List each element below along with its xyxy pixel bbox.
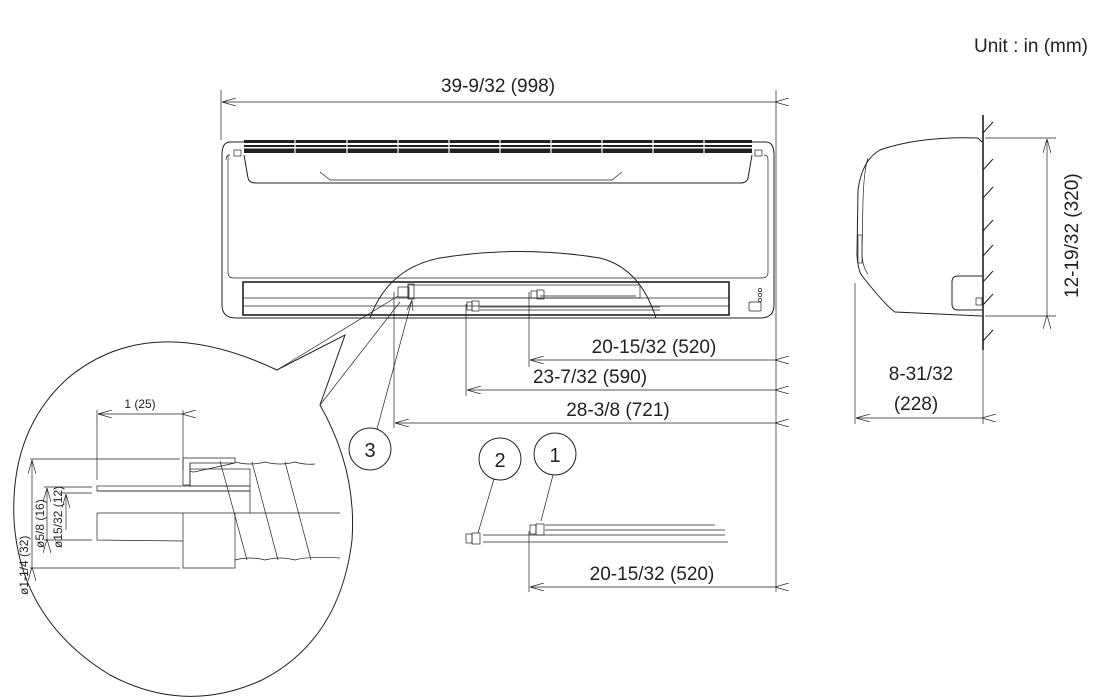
pipe-length-dimensions: 20-15/32 (520) 23-7/32 (590) 28-3/8 (721… xyxy=(393,292,775,428)
bottom-pipe-dimension: 20-15/32 (520) xyxy=(528,531,775,592)
svg-text:3: 3 xyxy=(364,440,375,462)
refrigerant-pipes xyxy=(465,523,728,545)
side-depth-text-2: (228) xyxy=(894,394,938,415)
side-depth-text-1: 8-31/32 xyxy=(889,364,953,385)
svg-text:2: 2 xyxy=(494,450,505,472)
overall-width-text: 39-9/32 (998) xyxy=(441,76,555,97)
svg-text:1: 1 xyxy=(549,445,560,467)
unit-label: Unit : in (mm) xyxy=(974,36,1088,57)
pipe-dim-721: 28-3/8 (721) xyxy=(566,400,670,421)
callout-2: 2 xyxy=(477,437,522,534)
dia-inner-text: ø15/32 (12) xyxy=(51,486,65,548)
callout-1: 1 xyxy=(533,432,577,522)
detail-length-text: 1 (25) xyxy=(124,397,155,411)
detail-magnifier xyxy=(13,295,401,697)
overall-width-dimension: 39-9/32 (998) xyxy=(220,76,776,592)
indoor-unit-side xyxy=(856,115,994,350)
pipe-dim-520: 20-15/32 (520) xyxy=(592,337,717,358)
callout-3: 3 xyxy=(348,299,414,471)
side-depth-dimension: 8-31/32 (228) xyxy=(854,283,983,424)
dia-outer-text: ø1-1/4 (32) xyxy=(17,536,31,595)
side-height-text: 12-19/32 (320) xyxy=(1062,173,1083,298)
indoor-unit-front xyxy=(221,140,775,319)
side-height-dimension: 12-19/32 (320) xyxy=(985,137,1083,316)
dia-mid-text: ø5/8 (16) xyxy=(33,499,47,548)
piping-cutout xyxy=(369,251,660,319)
bottom-pipe-dim-text: 20-15/32 (520) xyxy=(590,564,715,585)
pipe-dim-590: 23-7/32 (590) xyxy=(533,367,647,388)
detail-section: 1 (25) ø1-1/4 (32) ø5/8 (16) ø15/32 (12) xyxy=(17,397,341,595)
